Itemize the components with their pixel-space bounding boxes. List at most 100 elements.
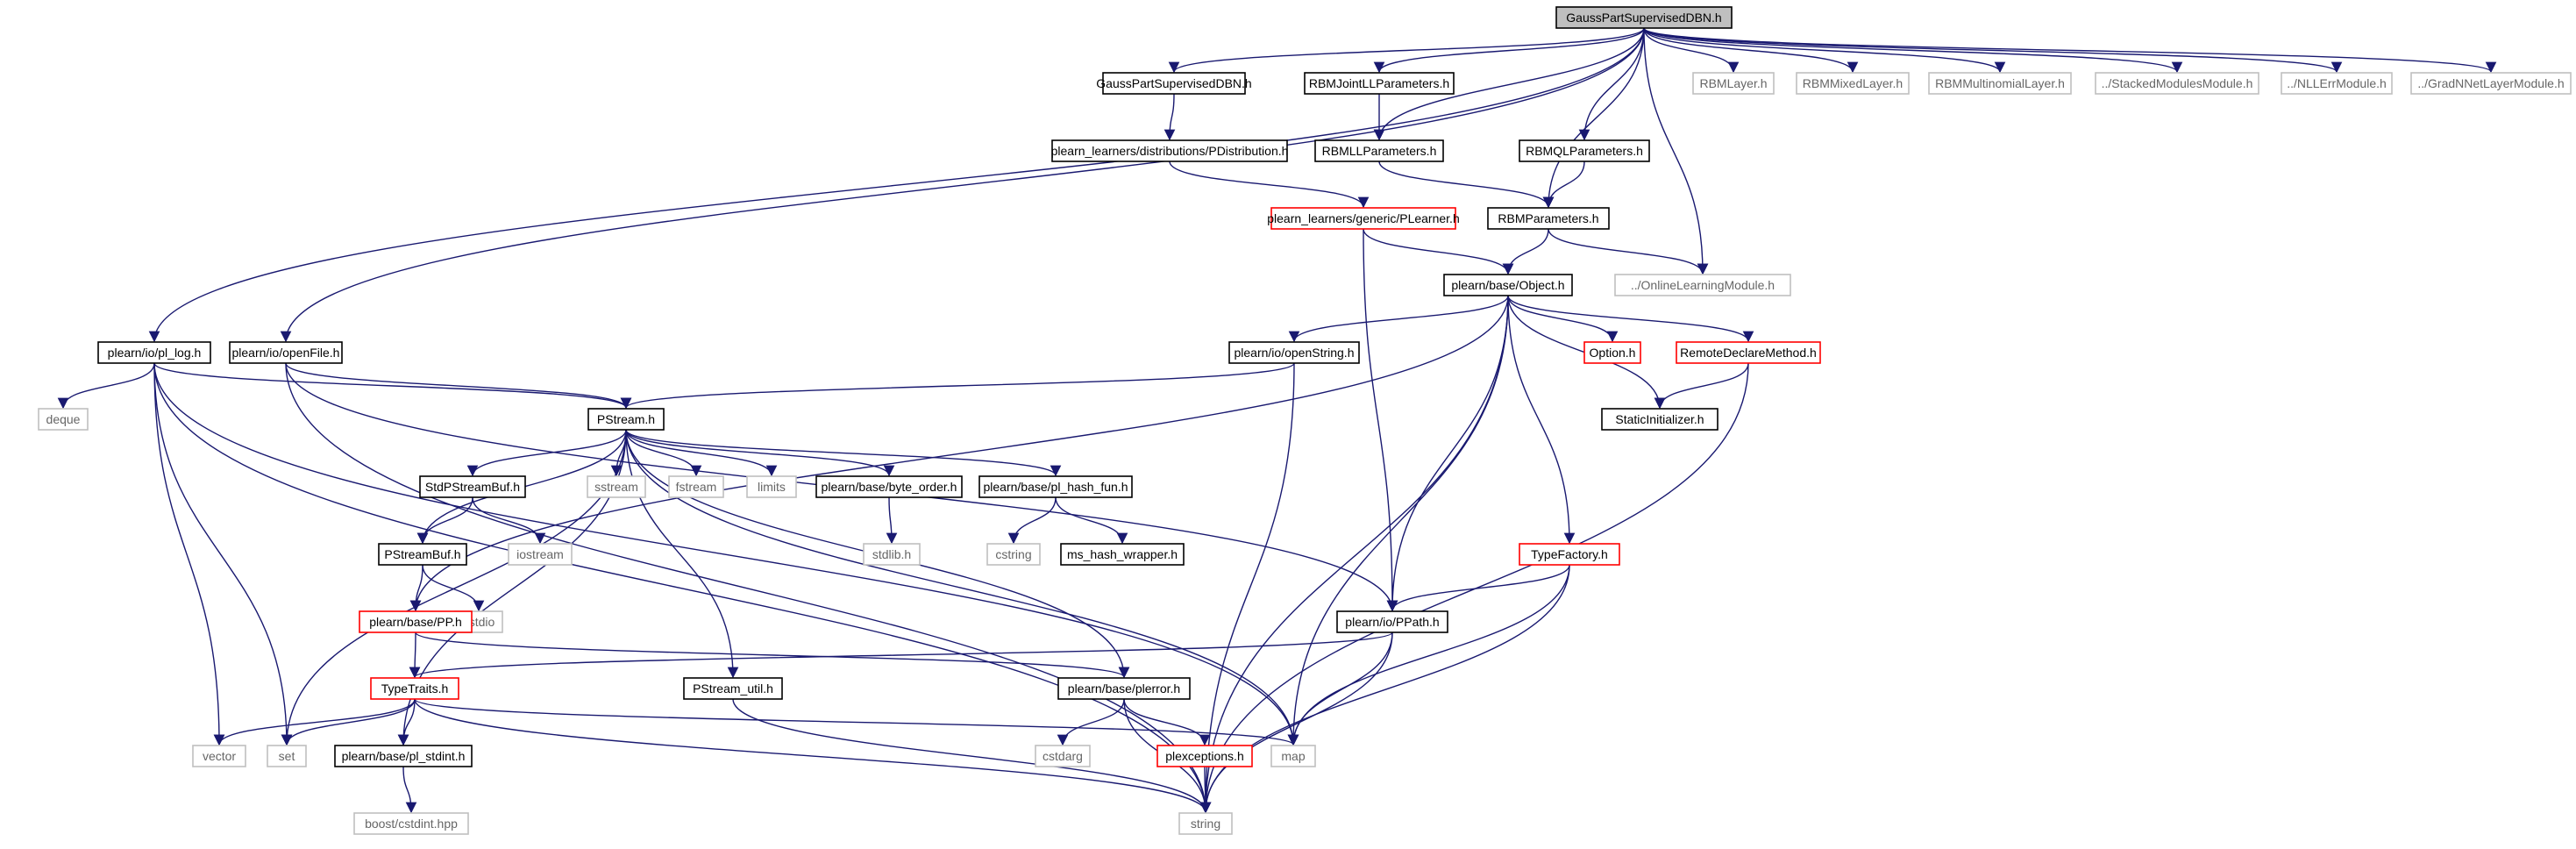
edge-root-to-rbmmixed-layer-h bbox=[1643, 27, 1859, 74]
edge-ppath-h-to-type-traits-h bbox=[409, 631, 1393, 679]
node-label: set bbox=[279, 749, 295, 763]
node-label: ../StackedModulesModule.h bbox=[2102, 76, 2253, 90]
node-object-h[interactable]: plearn/base/Object.h bbox=[1443, 274, 1573, 296]
node-pl-hash-fun-h[interactable]: plearn/base/pl_hash_fun.h bbox=[978, 475, 1133, 498]
node-label: StaticInitializer.h bbox=[1615, 412, 1704, 426]
node-iostream: iostream bbox=[508, 543, 573, 566]
node-box bbox=[1336, 610, 1448, 633]
node-pstream-h[interactable]: PStream.h bbox=[587, 408, 665, 431]
edge-root-to-rbmparameters-h bbox=[1542, 27, 1645, 209]
node-rbmjoint-llparameters-h[interactable]: RBMJointLLParameters.h bbox=[1304, 72, 1455, 95]
edge-root-to-rbmlayer-h bbox=[1643, 27, 1740, 74]
node-std-pstream-buf-h[interactable]: StdPStreamBuf.h bbox=[419, 475, 526, 498]
node-root[interactable]: GaussPartSupervisedDBN.h bbox=[1555, 6, 1733, 29]
node-pstream-buf-h[interactable]: PStreamBuf.h bbox=[378, 543, 467, 566]
edge-rbmparameters-h-to-online-learning-module-h bbox=[1548, 228, 1709, 275]
node-label: RemoteDeclareMethod.h bbox=[1680, 346, 1817, 360]
node-stacked-modules-module-h: ../StackedModulesModule.h bbox=[2095, 72, 2259, 95]
node-label: limits bbox=[758, 480, 786, 494]
edge-pl-log-h-to-string bbox=[153, 362, 1212, 814]
node-vector: vector bbox=[192, 745, 246, 767]
node-label: plearn/base/byte_order.h bbox=[822, 480, 957, 494]
edge-root-to-nllerr-module-h bbox=[1643, 27, 2342, 74]
node-open-file-h[interactable]: plearn/io/openFile.h bbox=[229, 341, 343, 364]
node-label: cstdarg bbox=[1042, 749, 1083, 763]
node-box bbox=[378, 543, 467, 566]
edge-pl-log-h-to-deque bbox=[57, 362, 155, 410]
node-box bbox=[1228, 341, 1360, 364]
node-box bbox=[2095, 72, 2259, 95]
node-nllerr-module-h: ../NLLErrModule.h bbox=[2281, 72, 2393, 95]
node-box bbox=[1555, 6, 1733, 29]
node-box bbox=[1156, 745, 1253, 767]
node-label: plexceptions.h bbox=[1165, 749, 1244, 763]
edge-open-string-h-to-pstream-h bbox=[621, 362, 1295, 410]
edge-pl-log-h-to-pstream-h bbox=[153, 362, 632, 410]
node-plexceptions-h[interactable]: plexceptions.h bbox=[1156, 745, 1253, 767]
node-label: cstring bbox=[995, 547, 1031, 561]
node-box bbox=[1270, 745, 1316, 767]
node-box bbox=[353, 812, 469, 835]
edge-object-h-to-option-h bbox=[1507, 295, 1619, 343]
node-option-h[interactable]: Option.h bbox=[1583, 341, 1641, 364]
node-label: vector bbox=[203, 749, 236, 763]
node-cstdarg: cstdarg bbox=[1035, 745, 1091, 767]
node-box bbox=[1443, 274, 1573, 296]
node-box bbox=[97, 341, 211, 364]
node-pl-log-h[interactable]: plearn/io/pl_log.h bbox=[97, 341, 211, 364]
node-box bbox=[1051, 139, 1288, 162]
node-pp-h[interactable]: plearn/base/PP.h bbox=[359, 610, 473, 633]
node-box bbox=[334, 745, 473, 767]
edge-root-to-grad-nnet-layer-module-h bbox=[1643, 27, 2496, 74]
node-ppath-h[interactable]: plearn/io/PPath.h bbox=[1336, 610, 1448, 633]
node-set: set bbox=[267, 745, 307, 767]
node-open-string-h[interactable]: plearn/io/openString.h bbox=[1228, 341, 1360, 364]
node-type-factory-h[interactable]: TypeFactory.h bbox=[1519, 543, 1620, 566]
edge-type-factory-h-to-ppath-h bbox=[1386, 564, 1570, 612]
node-box bbox=[2281, 72, 2393, 95]
node-box bbox=[2410, 72, 2572, 95]
edge-rbmparameters-h-to-object-h bbox=[1502, 228, 1549, 275]
node-remote-declare-method-h[interactable]: RemoteDeclareMethod.h bbox=[1676, 341, 1821, 364]
node-label: plearn/base/Object.h bbox=[1451, 278, 1564, 292]
node-box bbox=[1519, 543, 1620, 566]
node-label: plearn/base/pl_stdint.h bbox=[342, 749, 466, 763]
edge-object-h-to-ppath-h bbox=[1386, 295, 1509, 612]
node-rbmmixed-layer-h: RBMMixedLayer.h bbox=[1796, 72, 1910, 95]
node-label: plearn/io/pl_log.h bbox=[108, 346, 202, 360]
node-plerror-h[interactable]: plearn/base/plerror.h bbox=[1057, 677, 1191, 700]
node-pl-stdint-h[interactable]: plearn/base/pl_stdint.h bbox=[334, 745, 473, 767]
node-pdistribution-h[interactable]: plearn_learners/distributions/PDistribut… bbox=[1051, 139, 1289, 162]
node-label: RBMLayer.h bbox=[1699, 76, 1767, 90]
edge-root-to-online-learning-module-h bbox=[1643, 27, 1709, 275]
node-label: PStream.h bbox=[597, 412, 655, 426]
node-rbmparameters-h[interactable]: RBMParameters.h bbox=[1487, 207, 1610, 230]
edge-pdistribution-h-to-plearner-h bbox=[1169, 161, 1370, 209]
node-label: map bbox=[1281, 749, 1305, 763]
node-label: plearn/io/openString.h bbox=[1235, 346, 1355, 360]
node-box bbox=[1583, 341, 1641, 364]
edge-std-pstream-buf-h-to-pstream-buf-h bbox=[416, 496, 473, 545]
node-label: RBMMultinomialLayer.h bbox=[1935, 76, 2065, 90]
node-cstring: cstring bbox=[986, 543, 1041, 566]
edge-pstream-h-to-byte-order-h bbox=[625, 429, 895, 477]
node-ms-hash-wrapper-h[interactable]: ms_hash_wrapper.h bbox=[1060, 543, 1185, 566]
node-label: RBMJointLLParameters.h bbox=[1309, 76, 1449, 90]
node-label: fstream bbox=[676, 480, 717, 494]
node-box bbox=[419, 475, 526, 498]
node-plearner-h[interactable]: plearn_learners/generic/PLearner.h bbox=[1267, 207, 1460, 230]
edge-pstream-h-to-fstream bbox=[625, 429, 702, 477]
node-box bbox=[1692, 72, 1775, 95]
node-gauss-part-supervised-dbn-h[interactable]: GaussPartSupervisedDBN.h bbox=[1096, 72, 1252, 95]
node-rbmllparameters-h[interactable]: RBMLLParameters.h bbox=[1314, 139, 1444, 162]
node-pstream-util-h[interactable]: PStream_util.h bbox=[683, 677, 783, 700]
node-static-initializer-h[interactable]: StaticInitializer.h bbox=[1601, 408, 1719, 431]
node-label: deque bbox=[46, 412, 81, 426]
node-type-traits-h[interactable]: TypeTraits.h bbox=[370, 677, 459, 700]
node-byte-order-h[interactable]: plearn/base/byte_order.h bbox=[815, 475, 963, 498]
node-rbmqlparameters-h[interactable]: RBMQLParameters.h bbox=[1519, 139, 1650, 162]
node-box bbox=[1676, 341, 1821, 364]
edge-root-to-pl-log-h bbox=[148, 27, 1645, 343]
node-box bbox=[1270, 207, 1456, 230]
edge-pl-log-h-to-map bbox=[153, 362, 1299, 746]
